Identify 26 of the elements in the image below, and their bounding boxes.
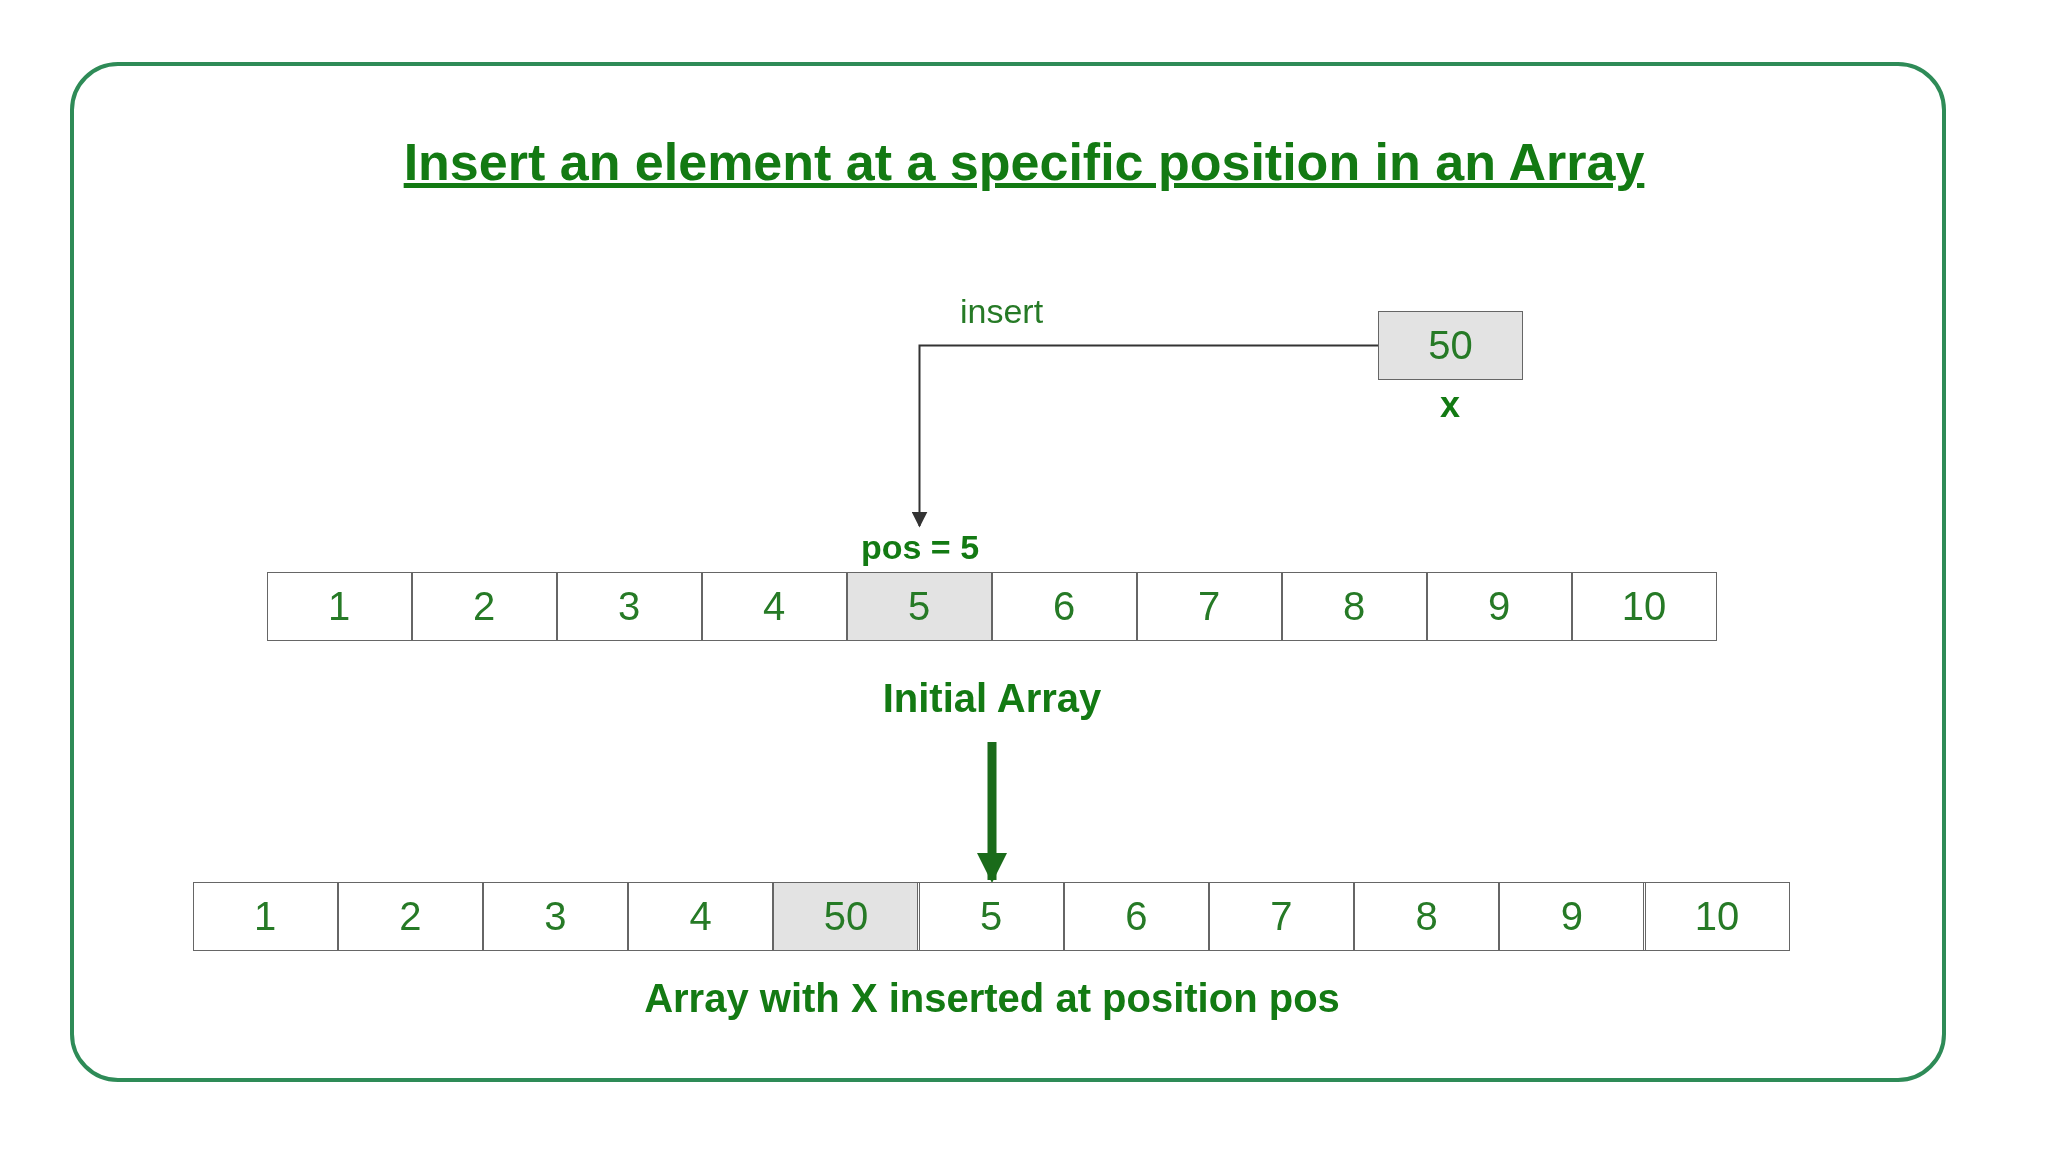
- arrow: [911, 344, 1379, 528]
- array-cell: 2: [337, 881, 483, 951]
- array-label: Array with X inserted at position pos: [644, 976, 1340, 1021]
- array-label: Initial Array: [882, 676, 1102, 721]
- array-row: [193, 882, 1790, 951]
- array-cell: 6: [1063, 881, 1209, 951]
- array-cell: 8: [1354, 881, 1500, 951]
- array-cell: 7: [1208, 881, 1355, 951]
- array-cell: 5: [918, 881, 1064, 951]
- array-cell: 4: [628, 881, 774, 951]
- array-cell: 9: [1499, 881, 1645, 951]
- array-cell: 3: [482, 881, 629, 951]
- variable-label: x: [1440, 384, 1460, 426]
- array-cell: 2: [411, 571, 557, 641]
- array-cell: 3: [556, 571, 702, 641]
- array-cell: 9: [1426, 571, 1572, 641]
- array-cell: 5: [846, 571, 992, 641]
- array-cell: 6: [991, 571, 1137, 641]
- array-cell: 7: [1136, 571, 1282, 641]
- arrow: [977, 742, 1007, 883]
- array-cell: 8: [1281, 571, 1427, 641]
- title: Insert an element at a specific position in an Array: [403, 132, 1645, 192]
- value-box: 50: [1378, 311, 1523, 380]
- array-cell: 4: [701, 571, 847, 641]
- position-label: pos = 5: [860, 528, 980, 567]
- array-cell: 50: [773, 881, 919, 951]
